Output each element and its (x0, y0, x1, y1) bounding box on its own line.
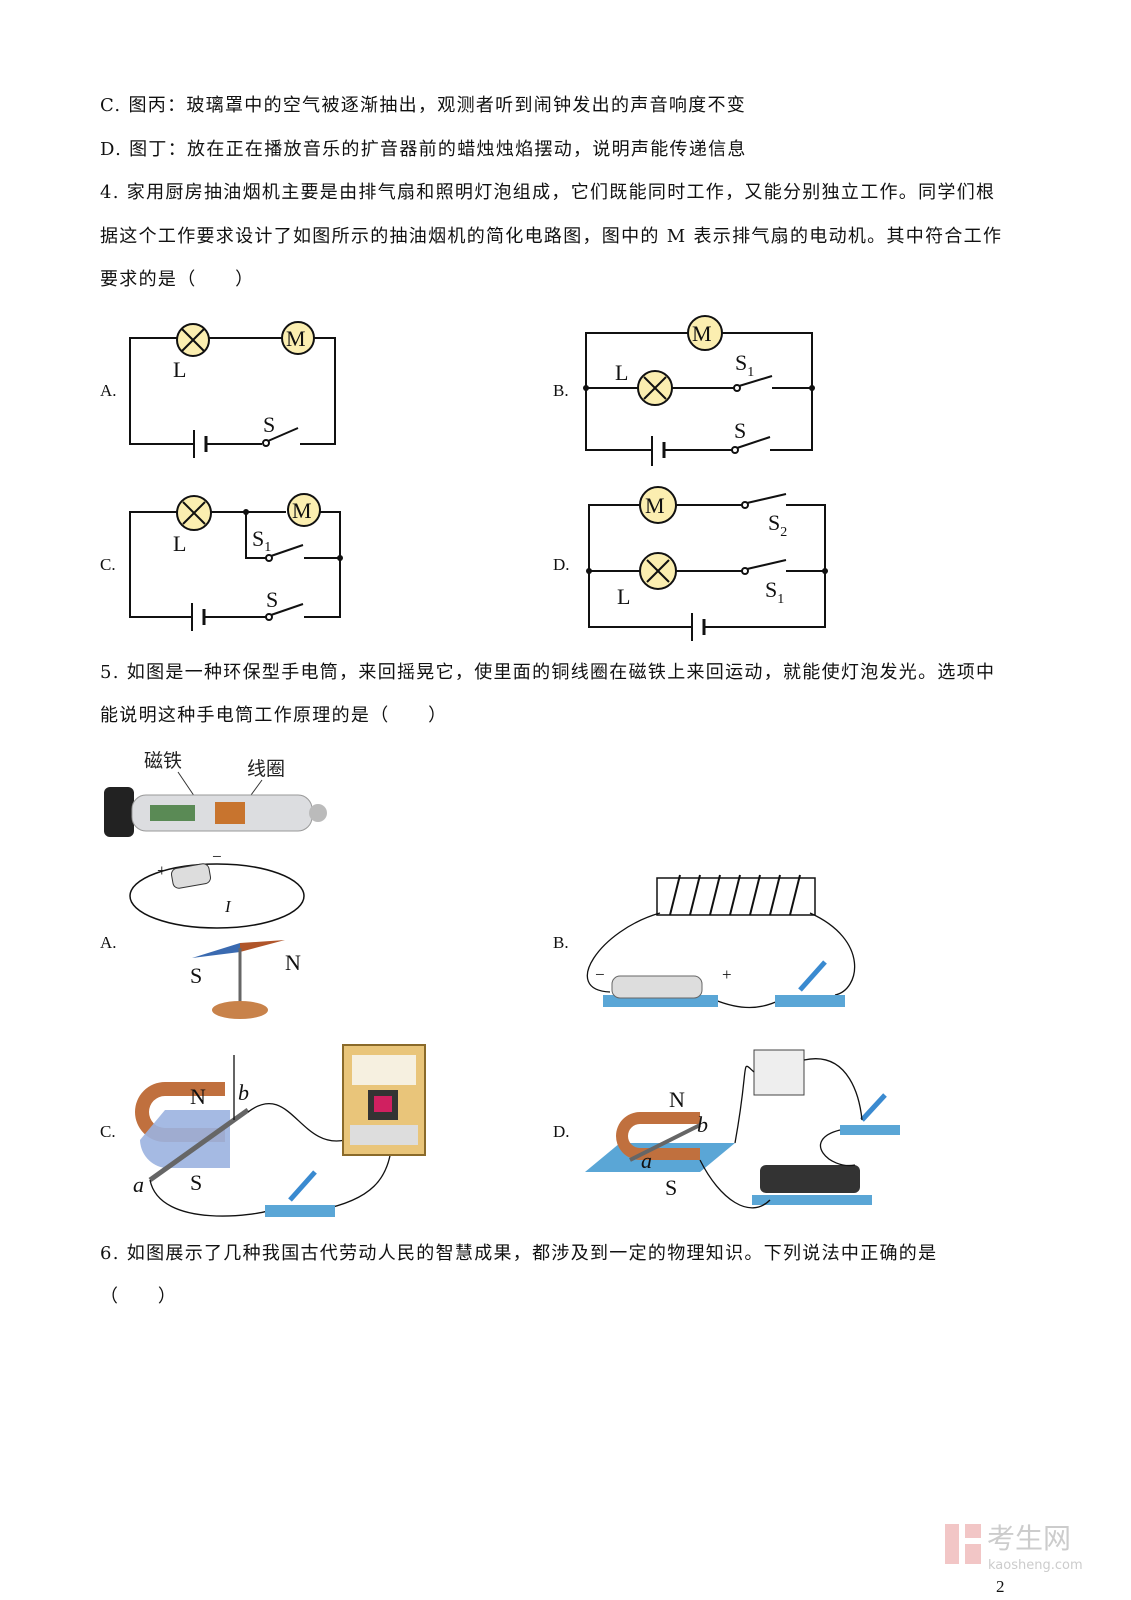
motor-icon: M (687, 315, 723, 351)
minus-label: − (212, 847, 222, 866)
circuit-a: A. M L S (100, 321, 336, 458)
lamp-label: L (173, 531, 186, 556)
lamp-label: L (173, 357, 186, 382)
lamp-icon (176, 323, 210, 357)
q6-stem-line: 6. 如图展示了几种我国古代劳动人民的智慧成果，都涉及到一定的物理知识。下列说法… (100, 1243, 938, 1264)
south-label: S (190, 1170, 202, 1195)
plus-label: + (157, 861, 167, 880)
magnet-label: 磁铁 (144, 750, 182, 772)
switch-label: S (266, 587, 278, 612)
q3-option-d: D. 图丁：放在正在播放音乐的扩音器前的蜡烛烛焰摆动，说明声能传递信息 (100, 139, 747, 160)
watermark-en: kaosheng.com (988, 1558, 1083, 1573)
south-label: S (665, 1175, 677, 1200)
kaosheng-watermark-logo: 考生网 kaosheng.com (945, 1518, 1095, 1578)
q4-stem-line: 4. 家用厨房抽油烟机主要是由排气扇和照明灯泡组成，它们既能同时工作，又能分别独… (100, 182, 996, 203)
option-a-label: A. (100, 933, 117, 952)
north-label: N (669, 1087, 685, 1112)
q4-stem-line: 据这个工作要求设计了如图所示的抽油烟机的简化电路图，图中的 M 表示排气扇的电动… (100, 226, 1003, 247)
option-d-motor-figure: D. N S a b (553, 1049, 900, 1209)
motor-label: M (292, 498, 312, 523)
circuit-d: D. M L S2 S1 (553, 486, 828, 641)
motor-icon: M (639, 486, 677, 524)
option-c-generator-figure: C. N S a b (100, 1044, 426, 1217)
lamp-icon (176, 495, 212, 531)
option-d-label: D. (553, 1122, 570, 1141)
north-label: N (285, 950, 301, 975)
option-b-label: B. (553, 381, 569, 400)
flashlight-figure: 磁铁 线圈 (104, 750, 327, 837)
motor-label: M (692, 321, 712, 346)
option-c-label: C. (100, 555, 116, 574)
option-d-label: D. (553, 555, 570, 574)
b-label: b (697, 1112, 708, 1137)
option-b-label: B. (553, 933, 569, 952)
motor-label: M (645, 493, 665, 518)
option-a-compass-figure: A. + − I S N (100, 847, 305, 1019)
page-number: 2 (996, 1577, 1005, 1596)
watermark-cn: 考生网 (987, 1522, 1071, 1555)
switch-s1-label: S1 (735, 350, 754, 380)
q6-stem-line: （ ） (100, 1286, 178, 1307)
lamp-icon (637, 370, 673, 406)
a-label: a (133, 1172, 144, 1197)
lamp-label: L (617, 584, 630, 609)
option-a-label: A. (100, 381, 117, 400)
circuit-c: C. M L S1 S (100, 493, 343, 631)
option-b-solenoid-figure: B. − + (553, 874, 856, 1009)
option-c-label: C. (100, 1122, 116, 1141)
a-label: a (641, 1148, 652, 1173)
lamp-label: L (615, 360, 628, 385)
q4-stem-line: 要求的是（ ） (100, 269, 255, 290)
switch-s2-label: S2 (768, 510, 787, 540)
current-label: I (224, 897, 232, 916)
switch-label: S (263, 412, 275, 437)
north-label: N (190, 1084, 206, 1109)
switch-s1-label: S1 (765, 577, 784, 607)
q3-option-c: C. 图丙：玻璃罩中的空气被逐渐抽出，观测者听到闹钟发出的声音响度不变 (100, 95, 747, 116)
b-label: b (238, 1080, 249, 1105)
south-label: S (190, 963, 202, 988)
circuit-b: B. M L S1 S (553, 315, 815, 466)
q5-stem-line: 5. 如图是一种环保型手电筒，来回摇晃它，使里面的铜线圈在磁铁上来回运动，就能使… (100, 662, 996, 683)
motor-icon: M (281, 321, 315, 355)
plus-label: + (722, 965, 732, 984)
motor-icon: M (287, 493, 321, 527)
switch-s1-label: S1 (252, 526, 271, 555)
lamp-icon (639, 552, 677, 590)
coil-label: 线圈 (247, 758, 285, 780)
motor-label: M (286, 326, 306, 351)
switch-label: S (734, 418, 746, 443)
minus-label: − (595, 965, 605, 984)
q5-stem-line: 能说明这种手电筒工作原理的是（ ） (100, 705, 448, 726)
